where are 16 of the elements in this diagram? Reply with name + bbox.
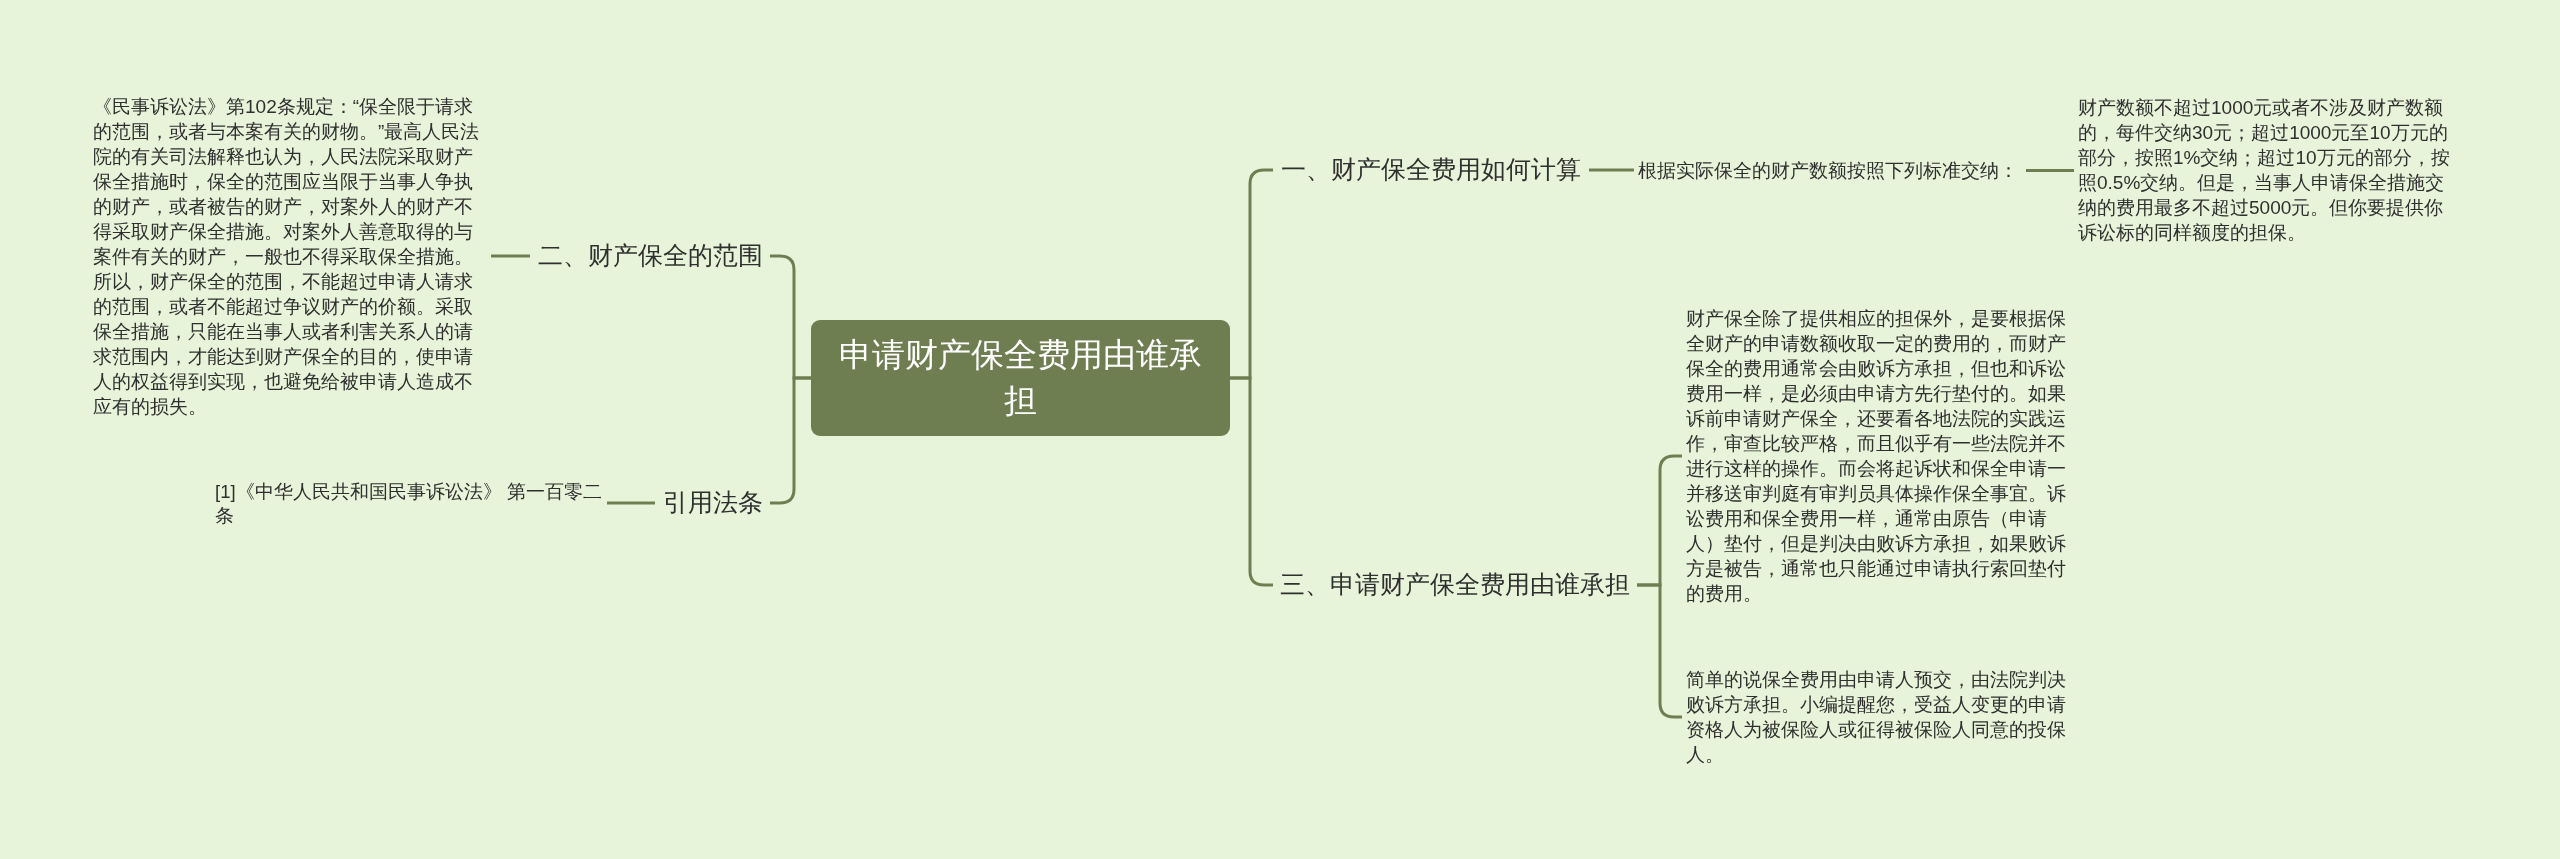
branch-topic-text: 一、财产保全费用如何计算 bbox=[1281, 155, 1581, 185]
detail-text: [1]《中华人民共和国民事诉讼法》 第一百零二条 bbox=[215, 480, 603, 528]
detail-text: 财产保全除了提供相应的担保外，是要根据保全财产的申请数额收取一定的费用的，而财产保全的费用通常会由败诉方承担，但也和诉讼费用一样，是必须由申请方先行垫付的。如果诉前申请财产保全，还要看各地法院的实践运作，审查比较严格，而且似乎有一些法院并不进行这样的操作。而会将起诉状和保全申请一并移送审判庭有审判员具体操作保全事宜。诉讼费用和保全费用一样，通常由原告（申请人）垫付，但是判决由败诉方承担，如果败诉方是被告，通常也只能通过申请执行索回垫付的费用。 bbox=[1686, 307, 2067, 606]
central-topic-text: 申请财产保全费用由谁承担 bbox=[838, 335, 1203, 421]
connector-line bbox=[2026, 169, 2074, 172]
branch-topic-text: 二、财产保全的范围 bbox=[537, 241, 763, 271]
branch-topic-text: 三、申请财产保全费用由谁承担 bbox=[1280, 570, 1630, 600]
detail-text: 简单的说保全费用由申请人预交，由法院判决败诉方承担。小编提醒您，受益人变更的申请资格人为被保险人或征得被保险人同意的投保人。 bbox=[1686, 668, 2067, 767]
central-topic-box bbox=[811, 320, 1230, 436]
connector-line bbox=[491, 254, 530, 258]
detail-text: 《民事诉讼法》第102条规定：“保全限于请求的范围，或者与本案有关的财物。”最高人民法院的有关司法解释也认为，人民法院采取财产保全措施时，保全的范围应当限于当事人争执的财产，或者被告的财产，对案外人的财产不得采取财产保全措施。对案外人善意取得的与案件有关的财产，一般也不得采取保全措施。所以，财产保全的范围，不能超过申请人请求的范围，或者不能超过争议财产的价额。采取保全措施，只能在当事人或者利害关系人的请求范围内，才能达到财产保全的目的，使申请人的权益得到实现，也避免给被申请人造成不应有的损失。 bbox=[93, 95, 481, 419]
detail-text: 财产数额不超过1000元或者不涉及财产数额的，每件交纳30元；超过1000元至10万元的部分，按照1%交纳；超过10万元的部分，按照0.5%交纳。但是，当事人申请保全措施交纳的费用最多不超过5000元。但你要提供你诉讼标的同样额度的担保。 bbox=[2078, 96, 2451, 245]
branch-topic-text: 引用法条 bbox=[662, 488, 763, 518]
connector-line bbox=[607, 501, 655, 505]
detail-text: 根据实际保全的财产数额按照下列标准交纳： bbox=[1638, 159, 2019, 183]
connector-line bbox=[1589, 168, 1634, 172]
